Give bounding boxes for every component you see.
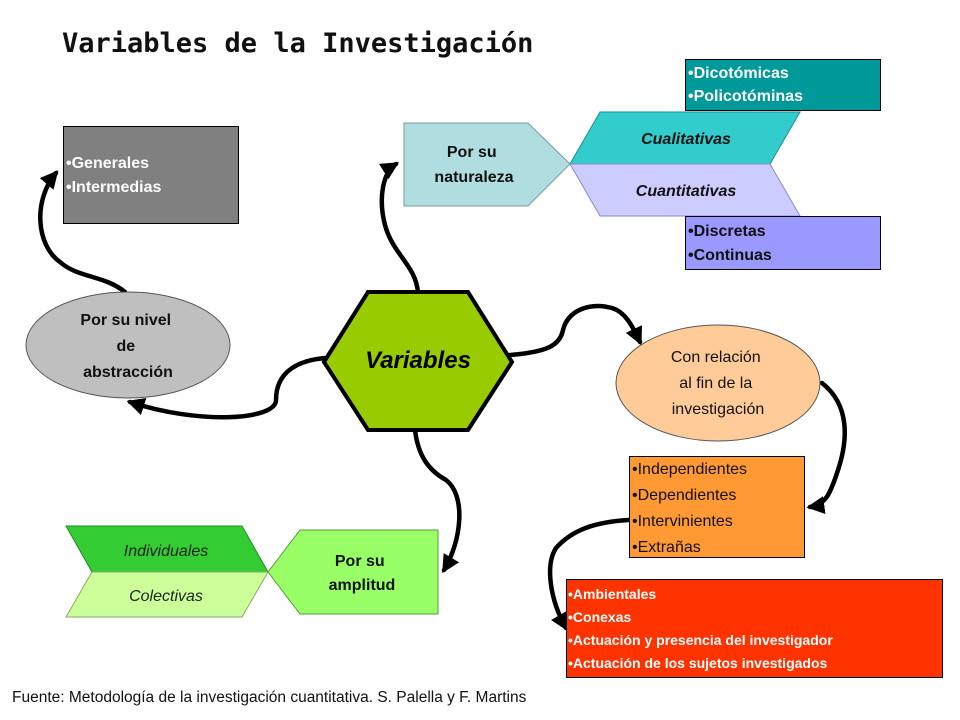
cuantitativas-type-item: Continuas xyxy=(688,244,880,268)
extranas-type-item: Actuación y presencia del investigador xyxy=(568,629,942,652)
connector-variables-to-naturaleza xyxy=(379,161,421,296)
cualitativas-label: Cualitativas xyxy=(641,131,731,148)
colectivas-label: Colectivas xyxy=(129,588,203,605)
fin-ellipse xyxy=(615,324,821,442)
abstraccion-type-item: Generales xyxy=(66,152,238,176)
connector-variables-to-amplitud xyxy=(412,427,462,574)
amplitud-shape xyxy=(267,529,439,615)
connector-abstraccion-to-generales xyxy=(38,170,128,295)
extranas-type-item: Actuación de los sujetos investigados xyxy=(568,652,942,675)
amplitud-label: Por su amplitud xyxy=(329,553,396,594)
variables-label: Variables xyxy=(365,347,471,374)
fin-label: Con relación al fin de la investigación xyxy=(671,349,765,418)
cuantitativas-type-item: Discretas xyxy=(688,220,880,244)
abstraccion-type-item: Intermedias xyxy=(66,176,238,200)
extranas-type-item: Conexas xyxy=(568,606,942,629)
abstraccion-label: Por su nivel de abstracción xyxy=(80,312,175,381)
naturaleza-label: Por su naturaleza xyxy=(434,144,513,186)
abstraccion-types-box: Generales Intermedias xyxy=(63,126,239,224)
connector-extranas-to-subtypes xyxy=(547,517,631,632)
fin-type-item: Intervinientes xyxy=(632,509,804,535)
page-title: Variables de la Investigación xyxy=(62,28,534,59)
extranas-type-item: Ambientales xyxy=(568,583,942,606)
connector-fin-to-tipos xyxy=(806,380,847,515)
naturaleza-shape xyxy=(403,122,571,207)
individuales-label: Individuales xyxy=(124,543,209,560)
variables-hexagon xyxy=(321,290,515,432)
extranas-types-box: Ambientales Conexas Actuación y presenci… xyxy=(566,579,943,678)
cualitativas-type-item: Policotóminas xyxy=(688,85,880,108)
cualitativas-types-box: Dicotómicas Policotóminas xyxy=(685,59,881,111)
fin-type-item: Independientes xyxy=(632,457,804,483)
cualitativas-type-item: Dicotómicas xyxy=(688,62,880,85)
cuantitativas-types-box: Discretas Continuas xyxy=(685,216,881,270)
fin-type-item: Dependientes xyxy=(632,483,804,509)
cuantitativas-label: Cuantitativas xyxy=(636,183,737,200)
colectivas-shape xyxy=(65,571,269,618)
connector-variables-to-fin xyxy=(507,303,643,358)
connector-variables-to-abstraccion xyxy=(126,355,328,420)
source-caption: Fuente: Metodología de la investigación … xyxy=(12,689,527,706)
abstraccion-ellipse xyxy=(25,291,231,399)
fin-types-box: Independientes Dependientes Intervinient… xyxy=(629,456,805,558)
fin-type-item: Extrañas xyxy=(632,535,804,561)
